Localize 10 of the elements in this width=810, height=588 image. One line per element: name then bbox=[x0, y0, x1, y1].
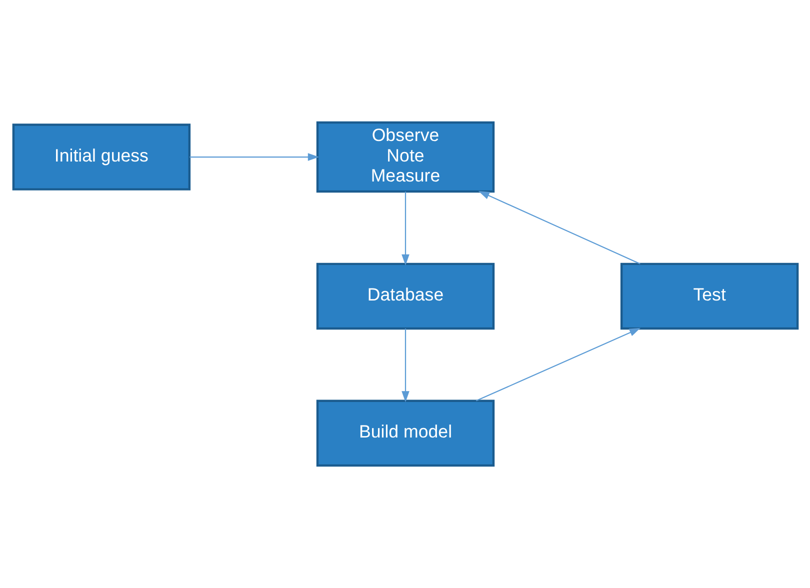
node-box: Build model bbox=[316, 400, 494, 467]
arrow bbox=[478, 190, 640, 264]
arrow bbox=[401, 192, 409, 266]
node-box: Database bbox=[316, 262, 494, 330]
node-box: Initial guess bbox=[12, 124, 190, 190]
arrow bbox=[475, 328, 640, 402]
arrow bbox=[189, 153, 319, 161]
arrow bbox=[401, 328, 409, 402]
node-box: Test bbox=[620, 262, 798, 330]
node-box: Observe Note Measure bbox=[316, 121, 494, 193]
